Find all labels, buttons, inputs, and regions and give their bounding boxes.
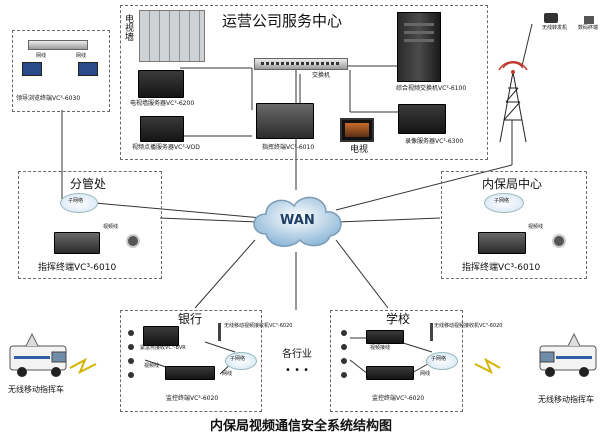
vehicle-left-label: 无线移动指挥车 xyxy=(8,385,64,394)
bank-wireless-label: 无线移动视频接收机VC³-6020 xyxy=(224,323,293,329)
service-center-title: 运营公司服务中心 xyxy=(222,12,343,30)
tv-image xyxy=(340,118,374,142)
school-antenna-icon xyxy=(430,323,433,341)
diagram-caption: 内保局视频通信安全系统结构图 xyxy=(210,419,393,434)
command-terminal-image xyxy=(256,103,314,139)
leader-terminal-box xyxy=(12,30,110,112)
tv-label: 电视 xyxy=(350,145,369,155)
school-camera-2-icon xyxy=(341,344,347,350)
inner-terminal-label: 指挥终端VC³-6010 xyxy=(462,263,541,273)
vehicle-left-icon xyxy=(9,332,67,377)
branch-subnet-label: 子网络 xyxy=(68,198,84,204)
recording-server-label: 录像服务器VC³-6300 xyxy=(405,138,464,145)
school-wireless-label: 无线移动视频接收机VC³-6020 xyxy=(434,323,503,329)
branch-subnet-cloud-icon xyxy=(60,193,98,213)
inner-video-line-label: 视频线 xyxy=(528,224,544,230)
bank-camera-2-icon xyxy=(128,344,134,350)
school-subnet-cloud-icon xyxy=(426,352,458,370)
inner-subnet-cloud-icon xyxy=(484,193,524,213)
bank-subnet-cloud-icon xyxy=(225,352,257,370)
recording-server-image xyxy=(398,104,446,134)
bank-title: 银行 xyxy=(178,312,203,326)
leader-switch-image xyxy=(28,40,88,50)
school-title: 学校 xyxy=(386,312,411,326)
bank-box xyxy=(120,310,262,412)
bank-emergency-image xyxy=(143,326,179,346)
digital-terminal-icon xyxy=(584,16,594,24)
bank-monitor-image xyxy=(165,366,215,380)
service-center-box xyxy=(120,5,488,160)
school-subnet-label: 子网络 xyxy=(431,356,447,362)
inner-subnet-label: 子网络 xyxy=(494,198,510,204)
switch-label: 交换机 xyxy=(312,72,331,79)
wan-cloud-icon xyxy=(253,196,342,247)
tv-wall-server-image xyxy=(138,70,184,98)
branch-camera-icon xyxy=(126,234,140,248)
vehicle-right-label: 无线移动指挥车 xyxy=(538,395,594,404)
leader-terminal-label: 领导浏览终端VC³-6030 xyxy=(16,95,81,102)
branch-box xyxy=(18,171,162,279)
wireless-transfer-label: 无线转发机 xyxy=(542,25,568,31)
industries-dots: • • • xyxy=(285,365,310,376)
laptop-right-icon xyxy=(78,62,98,76)
wan-label: WAN xyxy=(280,213,315,228)
school-camera-3-icon xyxy=(341,358,347,364)
video-wall-label: 电视墙 xyxy=(123,14,133,41)
school-camera-4-icon xyxy=(341,372,347,378)
school-box xyxy=(330,310,463,412)
vod-server-label: 视频点播服务器VC³-VOD xyxy=(132,144,200,151)
school-monitor-label: 监控终端VC³-6020 xyxy=(372,395,425,402)
bank-emergency-label: 紧急点接收VC³-BVR xyxy=(140,345,186,351)
school-monitor-image xyxy=(366,366,414,380)
bank-antenna-icon xyxy=(218,323,221,341)
antenna-tower-icon xyxy=(498,61,528,143)
industries-label: 各行业 xyxy=(282,349,312,360)
switch-image xyxy=(254,58,348,70)
bank-video-line-label: 视频线 xyxy=(144,363,160,369)
inner-center-box xyxy=(441,171,587,279)
command-terminal-label: 指挥终端VC³-6010 xyxy=(262,144,315,151)
bank-subnet-label: 子网络 xyxy=(230,356,246,362)
bank-camera-1-icon xyxy=(128,330,134,336)
bank-camera-4-icon xyxy=(128,372,134,378)
inner-camera-icon xyxy=(552,234,566,248)
inner-terminal-image xyxy=(478,232,526,254)
branch-terminal-label: 指挥终端VC³-6010 xyxy=(38,263,117,273)
school-rack-image xyxy=(366,330,404,344)
digital-terminal-label: 数码终端 xyxy=(578,25,599,31)
branch-title: 分管处 xyxy=(70,177,107,191)
vehicle-right-icon xyxy=(539,332,597,377)
school-camera-1-icon xyxy=(341,330,347,336)
tv-wall-server-label: 电视墙服务器VC³-6200 xyxy=(130,100,195,107)
inner-center-title: 内保局中心 xyxy=(482,177,543,191)
integrated-switch-label: 综合视频交换机VC³-6100 xyxy=(396,85,467,92)
school-video-rack-label: 视频接线 xyxy=(370,345,391,351)
video-wall-image xyxy=(139,10,205,62)
bank-net-line-label: 网线 xyxy=(222,371,233,377)
leader-net-b-label: 网线 xyxy=(76,53,87,59)
branch-video-line-label: 视频线 xyxy=(103,224,119,230)
integrated-switch-tower-image xyxy=(397,12,441,82)
wireless-transfer-icon xyxy=(544,13,558,23)
leader-net-a-label: 网线 xyxy=(36,53,47,59)
bank-monitor-label: 监控终端VC³-6020 xyxy=(166,395,219,402)
school-net-line-label: 网线 xyxy=(420,371,431,377)
laptop-left-icon xyxy=(22,62,42,76)
branch-terminal-image xyxy=(54,232,100,254)
vod-server-image xyxy=(140,116,184,142)
bank-camera-3-icon xyxy=(128,358,134,364)
